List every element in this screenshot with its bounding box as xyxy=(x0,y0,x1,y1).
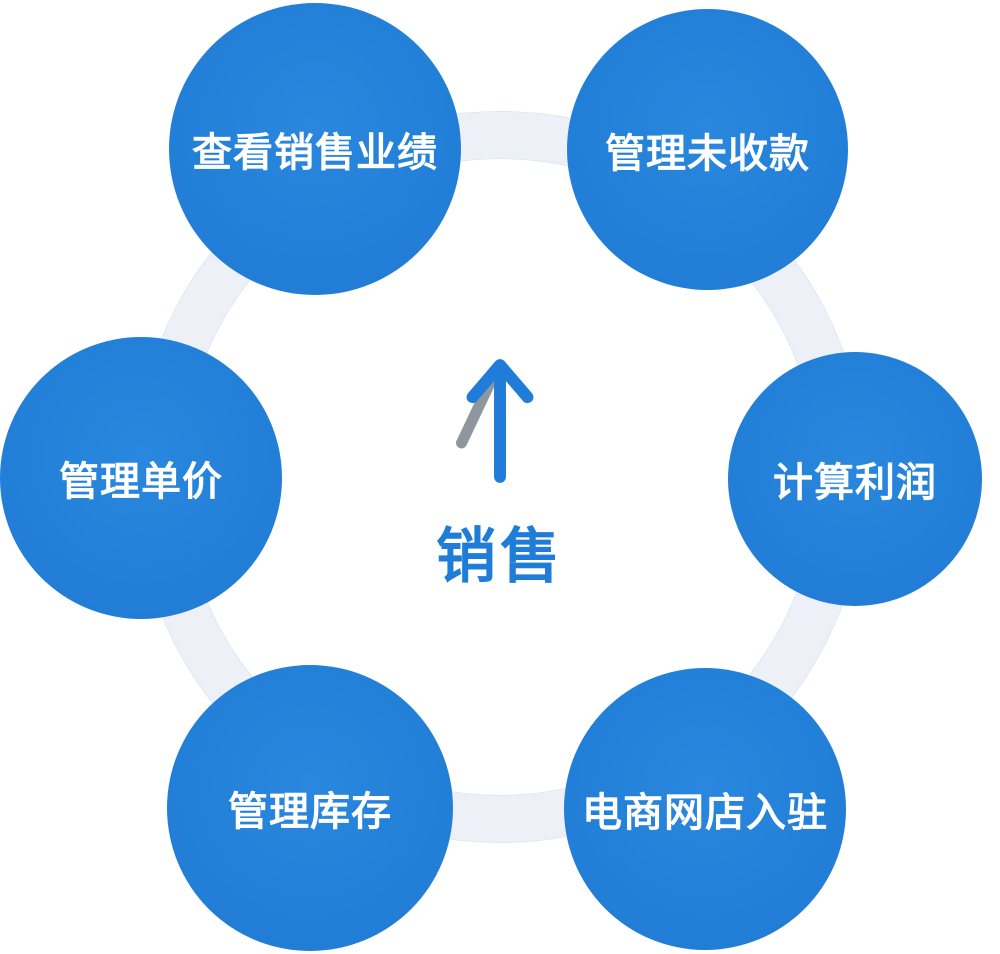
node-ecommerce-store-label: 电商网店入驻 xyxy=(582,790,828,836)
node-uncollected-payments-label: 管理未收款 xyxy=(605,130,810,177)
node-calculate-profit-label: 计算利润 xyxy=(773,460,937,506)
node-manage-inventory-label: 管理库存 xyxy=(228,789,392,835)
diagram-center: 销售 xyxy=(380,340,620,610)
node-calculate-profit: 计算利润 xyxy=(728,352,982,606)
up-arrow-icon xyxy=(445,340,555,490)
node-uncollected-payments: 管理未收款 xyxy=(567,9,848,290)
node-sales-performance: 查看销售业绩 xyxy=(169,3,461,295)
node-manage-inventory: 管理库存 xyxy=(167,665,453,951)
node-manage-unit-price: 管理单价 xyxy=(0,337,282,619)
node-sales-performance-label: 查看销售业绩 xyxy=(192,130,438,176)
node-ecommerce-store: 电商网店入驻 xyxy=(564,668,846,950)
center-label: 销售 xyxy=(436,522,564,592)
node-manage-unit-price-label: 管理单价 xyxy=(59,459,223,505)
